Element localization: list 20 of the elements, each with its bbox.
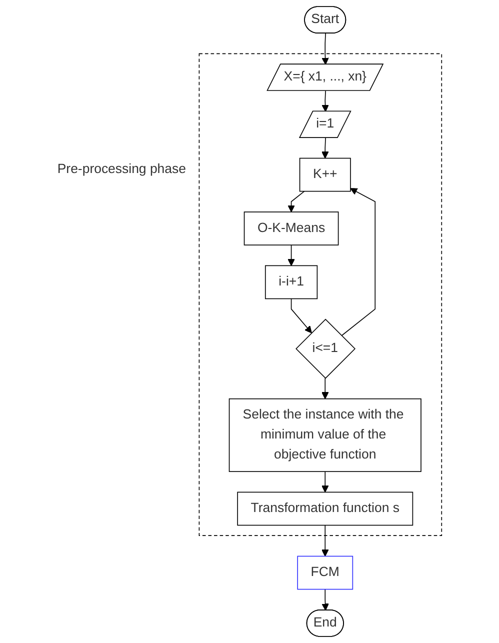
- arrow: [322, 138, 329, 159]
- arrow: [322, 471, 329, 493]
- arrow: [322, 378, 329, 400]
- node-box: FCM: [297, 556, 354, 590]
- arrow: [322, 33, 329, 65]
- arrow: [288, 244, 295, 266]
- arrow: [322, 588, 329, 611]
- arrow: [322, 524, 329, 557]
- arrow: [288, 190, 305, 212]
- node-box: O-K-Means: [244, 212, 339, 246]
- node-box: i-i+1: [264, 265, 318, 300]
- node-box: Select the instance with the minimum value of the objective function: [228, 398, 422, 472]
- node-diamond: i<=1: [296, 318, 356, 379]
- cluster: [198, 53, 442, 536]
- arrow: [290, 298, 312, 334]
- node-label: Pre-processing phase: [57, 162, 186, 176]
- arrow: [341, 188, 376, 336]
- arrow: [322, 90, 329, 112]
- node-box: K++: [299, 158, 351, 192]
- node-box: Transformation function s: [237, 492, 414, 526]
